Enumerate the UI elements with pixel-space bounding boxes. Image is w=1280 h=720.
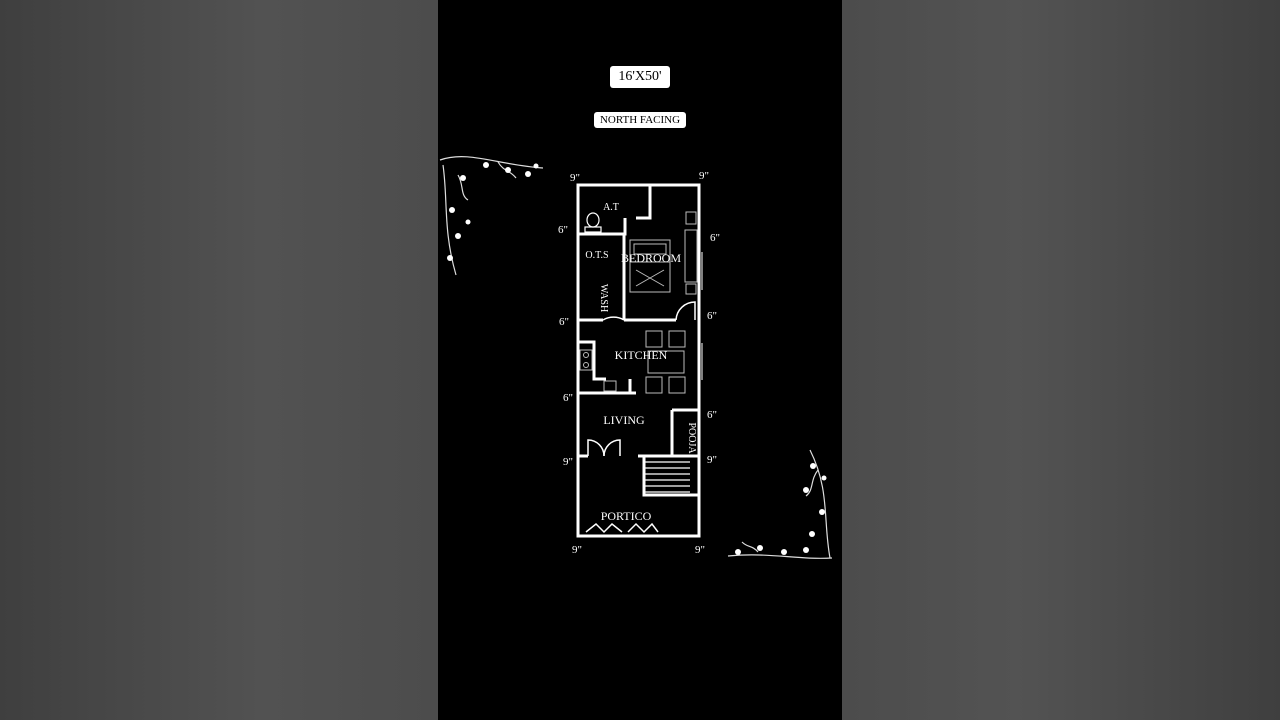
dim-wash-left: 6" bbox=[559, 316, 569, 328]
dim-living-left: 6" bbox=[563, 392, 573, 404]
dim-at-left: 6" bbox=[558, 224, 568, 236]
room-label-ots: O.T.S bbox=[585, 250, 608, 261]
bed-icon bbox=[629, 239, 671, 293]
outer-wall bbox=[576, 183, 701, 538]
plot-size-badge: 16'X50' bbox=[610, 66, 670, 88]
room-label-wash: WASH bbox=[598, 284, 609, 312]
dim-pooja-right: 6" bbox=[707, 409, 717, 421]
wardrobe-icon bbox=[684, 211, 698, 295]
toilet-icon bbox=[584, 212, 602, 233]
dim-bottom-right: 9" bbox=[695, 544, 705, 556]
room-label-pooja: POOJA bbox=[686, 422, 697, 454]
room-label-at: A.T bbox=[603, 202, 619, 213]
dim-bottom-left: 9" bbox=[572, 544, 582, 556]
sink-icon bbox=[603, 380, 617, 392]
room-label-bedroom: BEDROOM bbox=[621, 251, 681, 265]
room-label-kitchen: KITCHEN bbox=[615, 348, 668, 362]
dim-portico-right: 9" bbox=[707, 454, 717, 466]
dim-top-right: 9" bbox=[699, 170, 709, 182]
dim-portico-left: 9" bbox=[563, 456, 573, 468]
facing-badge: NORTH FACING bbox=[594, 112, 686, 128]
floor-plan: A.T O.T.S BEDROOM WASH KITCHEN LIVING PO… bbox=[439, 156, 833, 559]
dining-table-icon bbox=[645, 330, 686, 394]
left-blur-panel bbox=[0, 0, 438, 720]
floral-corner-top-left-icon bbox=[439, 156, 544, 276]
room-label-living: LIVING bbox=[603, 413, 645, 427]
floral-corner-bottom-right-icon bbox=[727, 449, 833, 559]
dim-kitchen-right: 6" bbox=[707, 310, 717, 322]
dim-top-left: 9" bbox=[570, 172, 580, 184]
room-label-portico: PORTICO bbox=[601, 509, 652, 523]
stove-icon bbox=[579, 349, 593, 371]
right-blur-panel bbox=[842, 0, 1280, 720]
dim-bedroom-right: 6" bbox=[710, 232, 720, 244]
video-frame: 16'X50' NORTH FACING bbox=[438, 0, 842, 720]
